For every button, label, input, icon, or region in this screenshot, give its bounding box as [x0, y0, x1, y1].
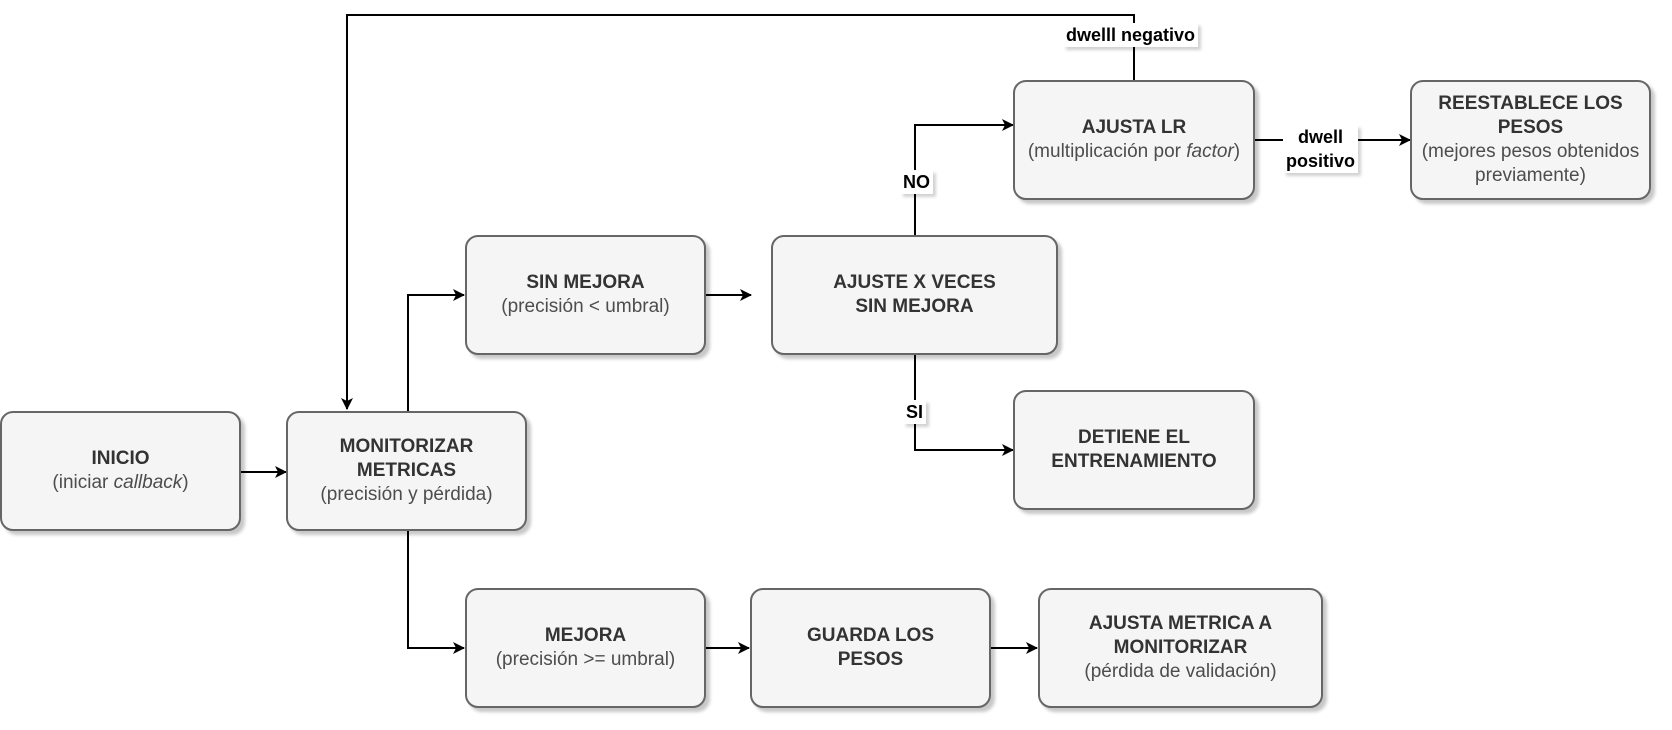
- node-ajusta-metrica: AJUSTA METRICA A MONITORIZAR (pérdida de…: [1038, 588, 1323, 708]
- node-reestablece-title: REESTABLECE LOS PESOS: [1438, 93, 1623, 138]
- node-ajusta-lr: AJUSTA LR (multiplicación por factor): [1013, 80, 1255, 200]
- node-ajusta-metrica-title: AJUSTA METRICA A MONITORIZAR: [1088, 613, 1273, 658]
- node-inicio-subtitle: (iniciar callback): [52, 472, 189, 493]
- node-monitorizar-metricas: MONITORIZAR METRICAS (precisión y pérdid…: [286, 411, 527, 531]
- node-ajusta-lr-title: AJUSTA LR: [1081, 117, 1187, 138]
- node-sin-mejora-subtitle: (precisión < umbral): [501, 296, 670, 317]
- node-monitorizar-title: MONITORIZAR METRICAS: [339, 436, 474, 481]
- node-detiene-entrenamiento: DETIENE EL ENTRENAMIENTO: [1013, 390, 1255, 510]
- node-ajusta-lr-subtitle: (multiplicación por factor): [1027, 141, 1241, 162]
- node-mejora-title: MEJORA: [544, 625, 627, 646]
- node-guarda-title: GUARDA LOS PESOS: [806, 625, 935, 670]
- label-si: SI: [903, 400, 927, 424]
- node-guarda-pesos: GUARDA LOS PESOS: [750, 588, 991, 708]
- node-sin-mejora-title: SIN MEJORA: [526, 272, 645, 293]
- node-sin-mejora: SIN MEJORA (precisión < umbral): [465, 235, 706, 355]
- node-monitorizar-subtitle: (precisión y pérdida): [320, 484, 493, 505]
- node-inicio: INICIO (iniciar callback): [0, 411, 241, 531]
- node-ajusta-metrica-subtitle: (pérdida de validación): [1084, 661, 1277, 682]
- node-detiene-title: DETIENE EL ENTRENAMIENTO: [1051, 427, 1217, 472]
- edge-monitorizar-sin-mejora: [407, 289, 465, 411]
- label-no: NO: [900, 170, 933, 194]
- label-dwell-positivo: dwell positivo: [1283, 125, 1359, 173]
- node-reestablece-subtitle: (mejores pesos obtenidos previamente): [1421, 141, 1640, 186]
- node-mejora-subtitle: (precisión >= umbral): [495, 649, 676, 670]
- node-reestablece-pesos: REESTABLECE LOS PESOS (mejores pesos obt…: [1410, 80, 1651, 200]
- node-ajuste-title: AJUSTE X VECES SIN MEJORA: [833, 272, 996, 317]
- node-ajuste-x-veces: AJUSTE X VECES SIN MEJORA: [771, 235, 1058, 355]
- node-mejora: MEJORA (precisión >= umbral): [465, 588, 706, 708]
- edge-ajusta-lr-loop: [341, 14, 1135, 410]
- edge-ajuste-detiene: [914, 355, 1014, 456]
- edge-ajuste-ajusta-lr: [914, 119, 1014, 235]
- node-inicio-title: INICIO: [91, 448, 150, 469]
- edge-monitorizar-mejora: [407, 531, 465, 654]
- label-dwell-negativo: dwelll negativo: [1063, 23, 1199, 47]
